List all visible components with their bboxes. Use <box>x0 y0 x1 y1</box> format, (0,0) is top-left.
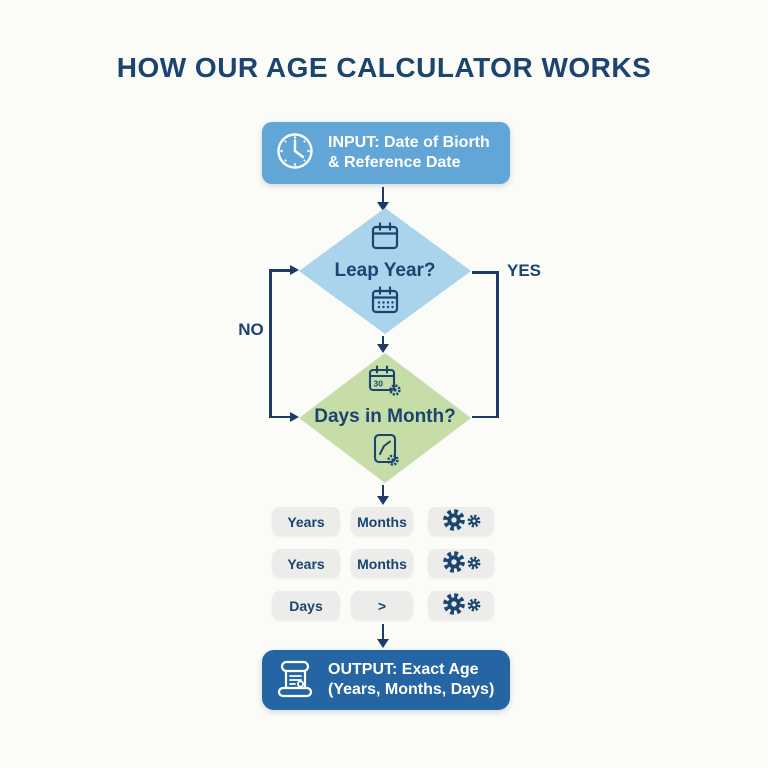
input-step-label: INPUT: Date of Biorth & Reference Date <box>328 133 490 173</box>
output-step-label-line1: OUTPUT: Exact Age <box>328 661 479 678</box>
yes-branch-line <box>496 271 499 418</box>
pill-gears-row1 <box>428 507 494 536</box>
no-branch-line-bottom <box>269 415 291 419</box>
arrow-leap-to-days <box>377 336 389 353</box>
pill-years-row2: Years <box>272 549 340 578</box>
pill-gears-row2 <box>428 549 494 578</box>
no-branch-arrowhead-top <box>290 265 299 275</box>
calendar-days-icon <box>369 285 401 321</box>
input-step-label-line1: INPUT: Date of Biorth <box>328 134 490 151</box>
arrow-input-to-leap <box>377 187 389 211</box>
input-step-label-line2: & Reference Date <box>328 154 461 171</box>
yes-branch-label: YES <box>507 261 542 280</box>
page-title: HOW OUR AGE CALCULATOR WORKS <box>116 52 652 83</box>
pill-months-row2: Months <box>351 549 413 578</box>
no-branch-label: NO <box>238 320 264 339</box>
arrow-results-to-output <box>377 624 389 648</box>
no-branch-line <box>269 269 272 418</box>
output-step-label: OUTPUT: Exact Age (Years, Months, Days) <box>328 660 494 700</box>
decision-leap-year-label: Leap Year? <box>334 260 436 281</box>
clipboard-gear-icon <box>367 431 403 473</box>
decision-days-in-month: 30 Days in Month? <box>299 353 471 483</box>
svg-text:30: 30 <box>374 378 384 388</box>
input-step-box: INPUT: Date of Biorth & Reference Date <box>262 122 510 184</box>
decision-leap-year: Leap Year? <box>299 208 471 334</box>
gears-icon <box>437 505 485 538</box>
output-step-label-line2: (Years, Months, Days) <box>328 681 495 698</box>
yes-branch-line-top <box>472 271 498 274</box>
arrow-days-to-results <box>377 485 389 505</box>
calendar-30-gear-icon: 30 <box>366 364 404 403</box>
output-step-box: OUTPUT: Exact Age (Years, Months, Days) <box>262 650 510 710</box>
pill-gears-row3 <box>428 591 494 620</box>
scroll-icon <box>272 655 318 706</box>
pill-chevron-row3: > <box>351 591 413 620</box>
calendar-icon <box>369 221 401 257</box>
pill-months-row1: Months <box>351 507 413 536</box>
clock-icon <box>272 128 318 179</box>
no-branch-arrowhead-bottom <box>290 411 299 422</box>
pill-days-row3: Days <box>272 591 340 620</box>
no-branch-line-top <box>269 269 291 272</box>
gears-icon <box>437 589 485 622</box>
pill-years-row1: Years <box>272 507 340 536</box>
gears-icon <box>437 547 485 580</box>
decision-days-in-month-label: Days in Month? <box>314 405 456 427</box>
yes-branch-line-bottom <box>472 415 498 419</box>
